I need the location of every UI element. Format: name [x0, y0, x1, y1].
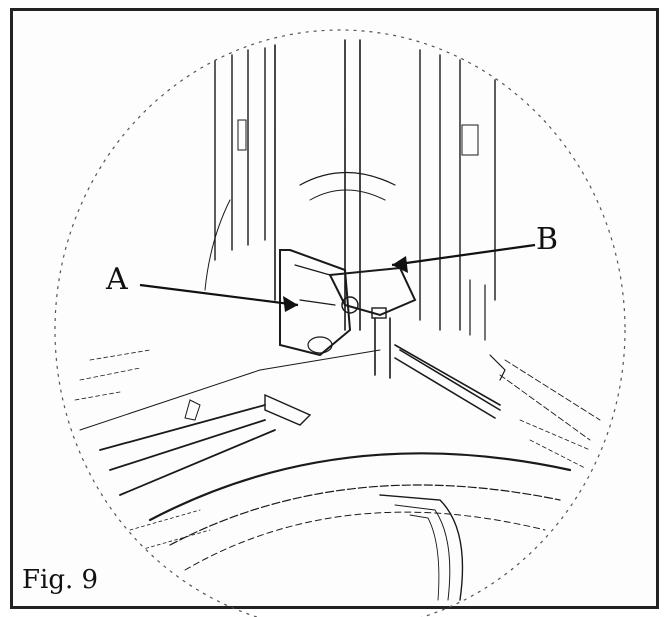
viewport-circle [54, 29, 626, 617]
latch-part-b [328, 266, 417, 317]
right-wall [419, 49, 496, 331]
bracket-part-a [279, 249, 352, 357]
right-rail [394, 344, 501, 419]
figure-caption: Fig. 9 [22, 565, 99, 595]
leader-line-a [139, 283, 299, 307]
arrowhead-a [283, 296, 298, 312]
drum-rim [148, 452, 572, 522]
arrowhead-b [392, 256, 408, 273]
left-rail [99, 404, 276, 496]
leader-line-b [391, 243, 536, 267]
callout-label-a: A [106, 262, 128, 297]
left-wall [214, 47, 266, 261]
figure-frame [10, 8, 659, 609]
callout-label-b: B [536, 222, 559, 257]
